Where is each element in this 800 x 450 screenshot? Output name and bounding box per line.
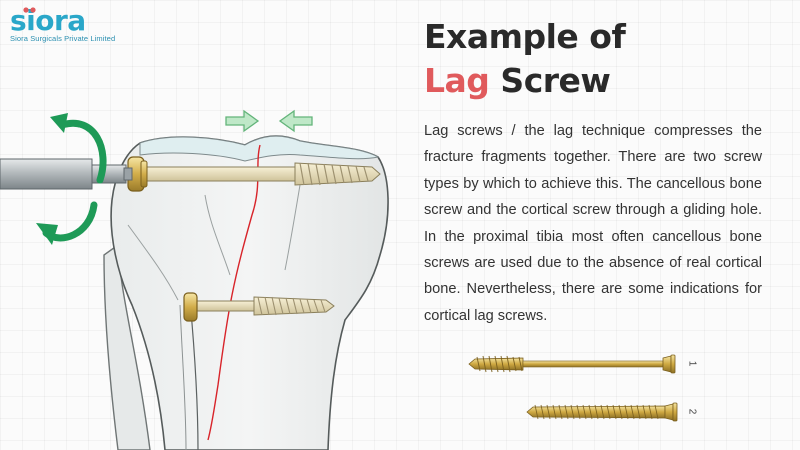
brand-logo: siora Siora Surgicals Private Limited [10, 6, 150, 44]
cortical-screw [526, 402, 678, 422]
tibia-lag-screw-illustration [0, 109, 389, 450]
logo-tagline: Siora Surgicals Private Limited [10, 34, 116, 43]
screw-types-figure: 1 2 [465, 346, 705, 436]
logo-name: siora [10, 4, 86, 37]
cancellous-screw [468, 354, 676, 374]
compression-arrow-left-icon [278, 109, 313, 133]
tibia-bone [103, 135, 389, 450]
screw-label-1: 1 [686, 360, 698, 367]
compression-arrow-right-icon [225, 109, 260, 133]
lower-lag-screw [183, 292, 335, 322]
title-rest-word: Screw [500, 61, 611, 100]
title-line-2: Lag Screw [424, 59, 625, 103]
screwdriver [0, 158, 133, 190]
upper-lag-screw [127, 156, 381, 192]
page-title: Example of Lag Screw [424, 15, 626, 103]
screw-label-2: 2 [686, 408, 698, 415]
logo-dots-icon [23, 7, 36, 13]
title-line-1: Example of [424, 17, 626, 56]
title-accent-word: Lag [424, 61, 490, 100]
logo-wordmark: siora [10, 6, 150, 36]
description-paragraph: Lag screws / the lag technique compresse… [424, 123, 762, 324]
rotation-arrow-icon [36, 113, 107, 245]
